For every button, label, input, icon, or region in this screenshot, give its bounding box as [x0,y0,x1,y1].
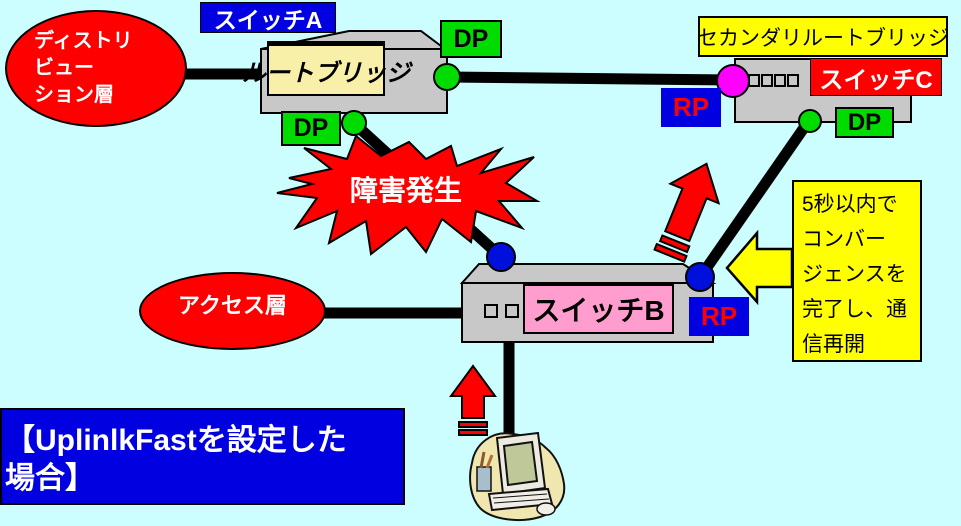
link-switch-c-to-switch-b [696,118,813,280]
switch-c-porthole [774,74,786,87]
convergence-note-line: 完了し、通 [802,297,907,321]
switch-b-porthole [484,304,498,318]
convergence-note-line: コンバー [802,227,886,251]
root-bridge-label: ルートブリッジ [242,41,410,96]
port-dot-switch-b-left [486,242,516,272]
port-dot-switch-c-rp [716,64,750,98]
port-dot-switch-b-rp [685,262,715,292]
dp-label-switch-c: DP [835,107,894,138]
mouse-icon [536,502,556,516]
pencil-cup-icon [476,466,492,492]
distribution-layer-line: ビュー [34,57,94,79]
port-dot-switch-c-dp [798,109,822,133]
dp-label-switch-a-right: DP [440,20,502,58]
caption-banner: 【UplinlkFastを設定した 場合】 [0,408,405,505]
distribution-layer-line: ディストリ [34,30,133,52]
rp-label-switch-b: RP [689,297,749,336]
caption-line: 場合】 [5,461,95,495]
convergence-arrow-icon [725,229,794,306]
port-dot-switch-a-dp-right [433,63,461,91]
switch-b-name-label: スイッチB [523,284,674,334]
dp-label-switch-a-bottom: DP [281,111,341,146]
failure-label: 障害発生 [350,174,462,206]
traffic-arrow-uplink-icon [653,162,721,263]
convergence-note: 5秒以内で コンバー ジェンスを 完了し、通 信再開 [792,180,922,362]
switch-b-porthole [505,304,519,318]
caption-line: 【UplinlkFastを設定した [5,423,347,457]
port-dot-switch-a-dp-bottom [341,110,367,136]
convergence-note-line: 5秒以内で [802,192,898,216]
switch-a-name-label: スイッチA [200,2,336,33]
access-layer-ellipse: アクセス層 [139,272,326,350]
pc-clipart-icon [469,431,566,521]
switch-c-name-label: スイッチC [810,58,942,96]
monitor-screen-icon [502,440,539,487]
rp-label-switch-c: RP [661,88,721,127]
switch-c-porthole [761,74,773,87]
convergence-note-line: ジェンスを [802,262,907,286]
link-switch-a-to-switch-c [446,71,734,86]
distribution-layer-line: ション層 [34,84,114,106]
switch-c-porthole [748,74,760,87]
traffic-arrow-pc-icon [449,364,497,436]
secondary-root-bridge-label: セカンダリルートブリッジ [697,16,949,57]
failure-starburst [276,134,541,256]
switch-c-porthole [787,74,799,87]
distribution-layer-ellipse: ディストリ ビュー ション層 [5,10,187,127]
convergence-note-line: 信再開 [802,332,865,356]
